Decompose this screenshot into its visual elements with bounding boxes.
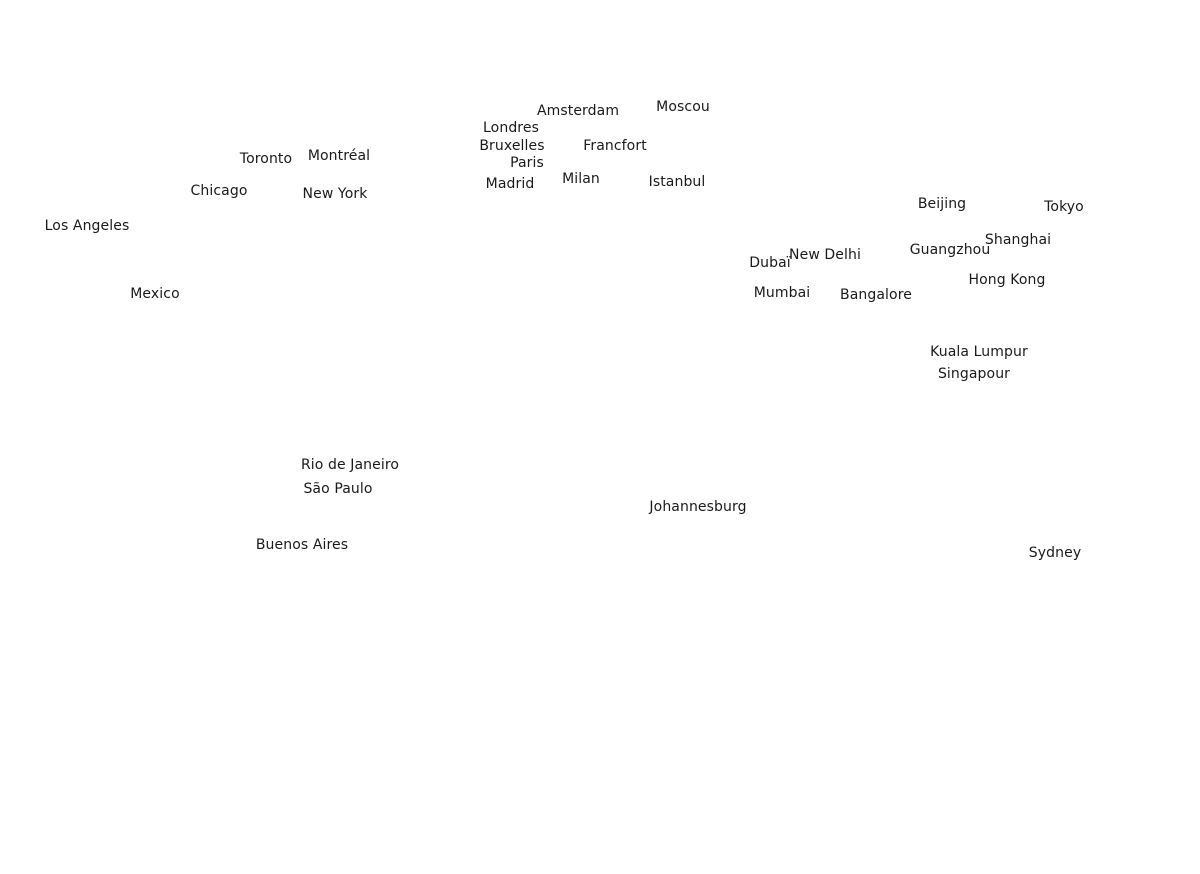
city-label-mumbai: Mumbai [753, 285, 811, 301]
city-label-johannesburg: Johannesburg [649, 499, 747, 515]
city-label-madrid: Madrid [485, 176, 535, 192]
city-label-londres: Londres [483, 120, 539, 136]
city-label-amsterdam: Amsterdam [536, 103, 620, 119]
city-label-tokyo: Tokyo [1044, 199, 1084, 215]
city-label-paris: Paris [510, 155, 544, 171]
city-label-sydney: Sydney [1028, 545, 1082, 561]
city-label-new-york: New York [302, 186, 368, 202]
city-label-kuala-lumpur: Kuala Lumpur [930, 344, 1028, 360]
city-label-moscou: Moscou [656, 99, 710, 115]
city-label-bruxelles: Bruxelles [479, 138, 545, 154]
city-label-shanghai: Shanghai [984, 232, 1052, 248]
city-label-istanbul: Istanbul [648, 174, 706, 190]
city-label-buenos-aires: Buenos Aires [255, 537, 349, 553]
city-label-mexico: Mexico [130, 286, 180, 302]
city-label-guangzhou: Guangzhou [909, 242, 991, 258]
city-label-francfort: Francfort [583, 138, 647, 154]
city-label-bangalore: Bangalore [840, 287, 912, 303]
city-label-beijing: Beijing [917, 196, 967, 212]
city-label-los-angeles: Los Angeles [44, 218, 130, 234]
city-label-toronto: Toronto [239, 151, 293, 167]
city-label-dubai: Dubaï [749, 255, 791, 271]
city-label-sao-paulo: São Paulo [303, 481, 373, 497]
city-label-singapour: Singapour [937, 366, 1011, 382]
city-label-new-delhi: New Delhi [789, 247, 861, 263]
city-label-hong-kong: Hong Kong [968, 272, 1046, 288]
city-label-rio-de-janeiro: Rio de Janeiro [300, 457, 400, 473]
city-label-montreal: Montréal [307, 148, 371, 164]
city-label-milan: Milan [562, 171, 600, 187]
city-label-chicago: Chicago [190, 183, 248, 199]
